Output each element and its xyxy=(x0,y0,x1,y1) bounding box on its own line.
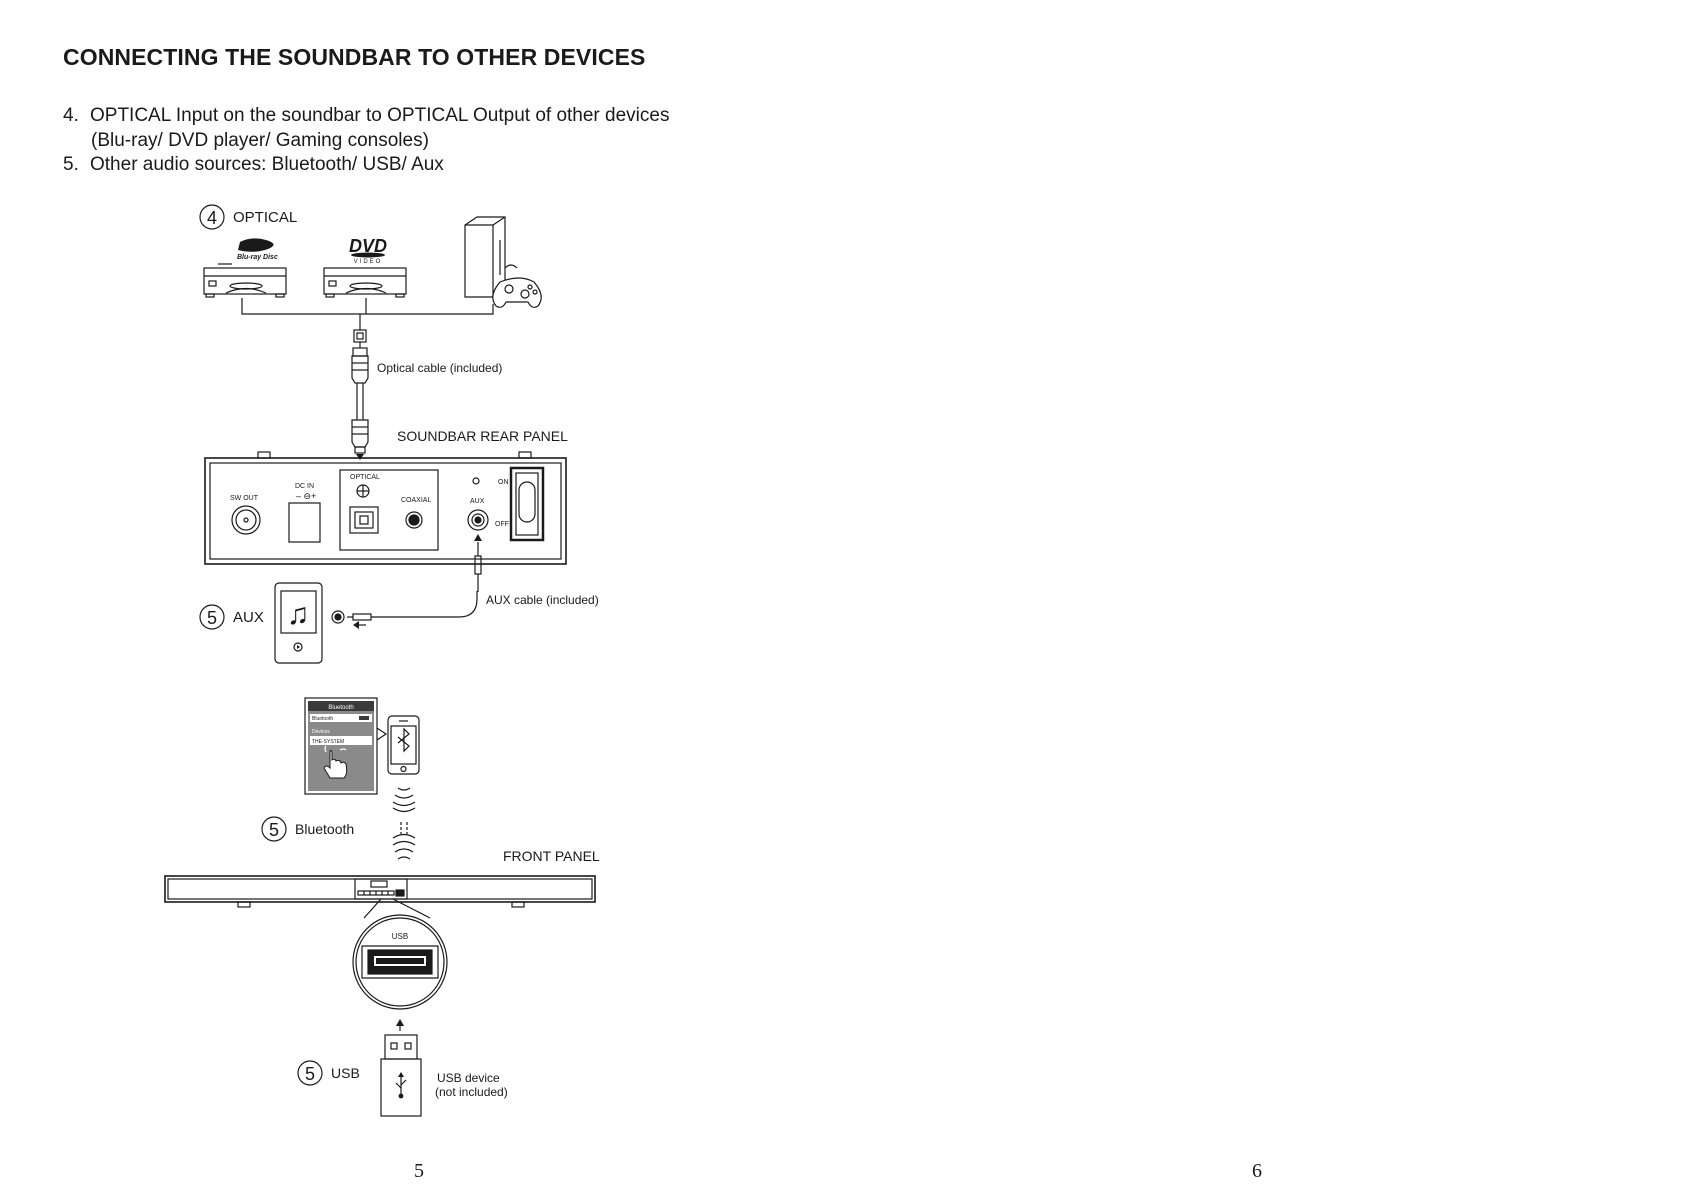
optical-port-label: OPTICAL xyxy=(350,474,380,481)
usb-device-label: USB device xyxy=(437,1071,500,1085)
aux-section: 5 AUX ♫ AUX cable (included) xyxy=(199,582,599,664)
optical-symbol-icon xyxy=(356,484,370,498)
sw-out-port-icon xyxy=(231,505,261,535)
svg-text:Bluetooth: Bluetooth xyxy=(328,705,353,711)
svg-text:Devices: Devices xyxy=(312,729,330,735)
switch-on-label: ON xyxy=(498,479,509,486)
power-switch-icon xyxy=(509,466,545,542)
dvd-player-icon xyxy=(323,267,407,298)
coaxial-port-icon xyxy=(405,511,423,529)
sw-out-label: SW OUT xyxy=(230,495,259,502)
dvd-logo-icon: DVD VIDEO xyxy=(349,236,387,265)
usb-device-note: (not included) xyxy=(435,1085,508,1099)
aux-label: AUX xyxy=(233,609,264,626)
switch-off-label: OFF xyxy=(495,521,509,528)
bluetooth-label: Bluetooth xyxy=(295,821,354,837)
step-number: 5. xyxy=(63,154,79,175)
step-4-continued: (Blu-ray/ DVD player/ Gaming consoles) xyxy=(91,130,429,151)
step-number: 4. xyxy=(63,105,79,126)
smartphone-icon xyxy=(387,715,420,775)
usb-stick-icon xyxy=(380,1034,422,1117)
game-controller-icon xyxy=(492,277,542,308)
optical-cable-plug-icon xyxy=(351,347,369,454)
bluetooth-screen-icon: Bluetooth Bluetooth Devices THE-SYSTEM xyxy=(304,697,378,795)
aux-cable-label: AUX cable (included) xyxy=(486,593,599,607)
optical-number: 4 xyxy=(207,208,217,228)
page-number-left: 5 xyxy=(414,1160,424,1182)
svg-text:VIDEO: VIDEO xyxy=(354,259,383,265)
bluetooth-icon xyxy=(397,727,410,753)
bluetooth-section: Bluetooth Bluetooth Devices THE-SYSTEM xyxy=(261,697,420,860)
svg-text:– ⊖+: – ⊖+ xyxy=(296,491,316,501)
usb-number: 5 xyxy=(305,1064,315,1084)
soundbar-front-panel: FRONT PANEL USB xyxy=(164,848,600,1031)
optical-label: OPTICAL xyxy=(233,209,297,226)
step-5: 5. Other audio sources: Bluetooth/ USB/ A… xyxy=(63,152,444,177)
step-text: OPTICAL Input on the soundbar to OPTICAL… xyxy=(90,105,670,126)
optical-section: 4 OPTICAL Blu-ray Disc DVD xyxy=(199,204,542,460)
front-panel-buttons xyxy=(357,889,405,897)
bluray-player-icon xyxy=(203,263,287,298)
rear-panel-title: SOUNDBAR REAR PANEL xyxy=(397,428,568,444)
usb-port-label: USB xyxy=(392,932,408,941)
usb-port-icon xyxy=(361,945,439,979)
step-text: Other audio sources: Bluetooth/ USB/ Aux xyxy=(90,154,444,175)
usb-label: USB xyxy=(331,1065,360,1081)
aux-cable-plug-icon xyxy=(347,613,372,629)
soundbar-rear-panel: SOUNDBAR REAR PANEL SW OUT DC IN – ⊖+ OP… xyxy=(204,428,568,592)
wireless-signal-icon xyxy=(392,787,416,860)
page-heading: CONNECTING THE SOUNDBAR TO OTHER DEVICES xyxy=(63,44,646,70)
bluetooth-number: 5 xyxy=(269,820,279,840)
usb-section: 5 USB USB device (not included) xyxy=(297,1034,508,1117)
optical-port-icon xyxy=(349,506,379,534)
music-player-icon: ♫ xyxy=(274,582,323,664)
optical-cable-label: Optical cable (included) xyxy=(377,361,502,375)
aux-port-icon xyxy=(467,509,489,531)
front-panel-title: FRONT PANEL xyxy=(503,848,600,864)
dc-in-label: DC IN xyxy=(295,483,314,490)
aux-number: 5 xyxy=(207,608,217,628)
svg-text:DVD: DVD xyxy=(349,236,387,256)
svg-text:THE-SYSTEM: THE-SYSTEM xyxy=(312,739,344,745)
step-4: 4. OPTICAL Input on the soundbar to OPTIC… xyxy=(63,103,669,128)
bluray-logo-icon: Blu-ray Disc xyxy=(237,238,278,261)
aux-port-label: AUX xyxy=(470,498,485,505)
dc-in-port-icon xyxy=(288,502,321,543)
svg-text:Blu-ray Disc: Blu-ray Disc xyxy=(237,254,278,261)
svg-text:♫: ♫ xyxy=(287,598,310,631)
coaxial-label: COAXIAL xyxy=(401,497,431,504)
page-number-right: 6 xyxy=(1252,1160,1262,1182)
svg-text:Bluetooth: Bluetooth xyxy=(312,716,333,722)
